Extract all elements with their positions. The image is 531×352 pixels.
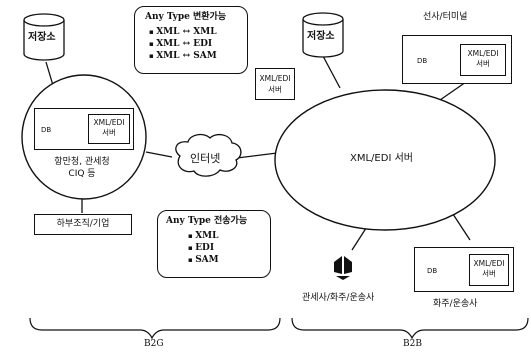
- top-right-db-label: DB: [417, 57, 428, 65]
- internet-cloud: [175, 133, 242, 177]
- transfer-item: EDI: [188, 242, 219, 254]
- storage-right-label: 저장소: [307, 31, 335, 42]
- storage-left-label: 저장소: [28, 32, 56, 43]
- any-type-transfer-list: XML EDI SAM: [188, 230, 219, 266]
- left-server-box: XML/EDI 서버: [88, 114, 130, 144]
- transfer-item: SAM: [188, 254, 218, 266]
- bottom-right-db-label: DB: [427, 267, 438, 275]
- center-ellipse: [274, 89, 496, 231]
- top-right-server-label: XML/EDI 서버: [467, 49, 499, 68]
- any-type-transfer-box: Any Type 전송가능 XML EDI SAM: [157, 210, 271, 278]
- left-node-caption: 항만청, 관세청 CIQ 등: [54, 157, 110, 179]
- bottom-right-caption: 화주/운송사: [433, 299, 478, 309]
- sub-org-box: 하부조직/기업: [34, 214, 132, 235]
- convert-item: XML ↔ EDI: [149, 38, 217, 50]
- storage-right-cylinder: [302, 12, 344, 58]
- internet-label: 인터넷: [190, 152, 221, 165]
- left-db-label: DB: [41, 126, 52, 134]
- b2g-label: B2G: [144, 339, 164, 349]
- b2g-brace: [29, 317, 281, 340]
- small-server-label: XML/EDI 서버: [259, 74, 291, 94]
- customs-caption: 관세사/화주/운송사: [302, 293, 375, 303]
- transfer-item: XML: [188, 230, 219, 242]
- b2b-label: B2B: [403, 339, 422, 349]
- any-type-convert-title: Any Type 변환가능: [145, 12, 227, 22]
- top-right-caption: 선사/터미널: [423, 12, 468, 22]
- left-server-label: XML/EDI 서버: [93, 118, 125, 137]
- bottom-right-server-label: XML/EDI 서버: [473, 259, 505, 278]
- convert-item: XML ↔ XML: [149, 26, 217, 38]
- sub-org-label: 하부조직/기업: [56, 219, 110, 229]
- bottom-right-server-box: XML/EDI 서버: [469, 254, 509, 286]
- any-type-transfer-title: Any Type 전송가능: [166, 216, 248, 226]
- center-server-label: XML/EDI 서버: [350, 153, 413, 164]
- customs-office-icon: [334, 256, 352, 280]
- top-right-server-box: XML/EDI 서버: [460, 44, 506, 76]
- b2b-brace: [291, 317, 529, 340]
- any-type-convert-list: XML ↔ XML XML ↔ EDI XML ↔ SAM: [149, 26, 217, 62]
- convert-item: XML ↔ SAM: [149, 50, 217, 62]
- storage-left-cylinder: [23, 13, 65, 61]
- any-type-convert-box: Any Type 변환가능 XML ↔ XML XML ↔ EDI XML ↔ …: [134, 6, 248, 74]
- small-server-box: XML/EDI 서버: [255, 68, 295, 100]
